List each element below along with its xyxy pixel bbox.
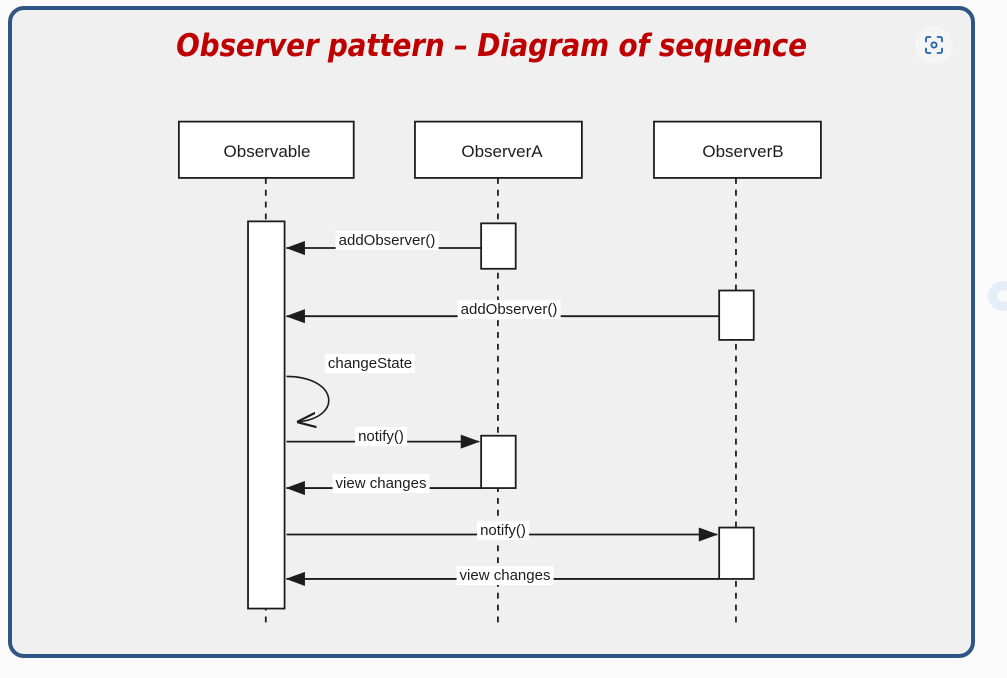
diagram-frame: Observer pattern – Diagram of sequence <box>8 6 975 658</box>
activation-bar-observable <box>247 220 286 610</box>
message-label-notify-a: notify() <box>355 427 407 446</box>
sequence-diagram-canvas <box>177 120 822 628</box>
page-title: Observer pattern – Diagram of sequence <box>176 28 807 64</box>
scan-focus-icon[interactable] <box>915 26 953 64</box>
participant-box-observerb[interactable] <box>653 120 822 179</box>
activation-bar-observera-1 <box>480 222 517 270</box>
message-label-addobserver-a: addObserver() <box>335 231 439 250</box>
participant-label-observable: Observable <box>223 142 311 161</box>
message-label-addobserver-b: addObserver() <box>457 300 561 319</box>
activation-bar-observerb-1 <box>718 289 755 341</box>
message-arrow-changestate-self <box>286 375 330 421</box>
message-label-changestate: changeState <box>324 354 416 373</box>
activation-bar-observera-2 <box>480 434 517 489</box>
participant-label-observerb: ObserverB <box>702 142 784 161</box>
participant-label-observera: ObserverA <box>461 142 543 161</box>
participant-box-observable[interactable] <box>177 120 355 179</box>
message-label-notify-b: notify() <box>477 521 529 540</box>
message-label-viewchanges-a: view changes <box>332 474 430 493</box>
message-label-viewchanges-b: view changes <box>456 566 554 585</box>
participant-box-observera[interactable] <box>414 120 583 179</box>
edge-decoration-artifact <box>988 281 1007 311</box>
activation-bar-observerb-2 <box>718 526 755 580</box>
